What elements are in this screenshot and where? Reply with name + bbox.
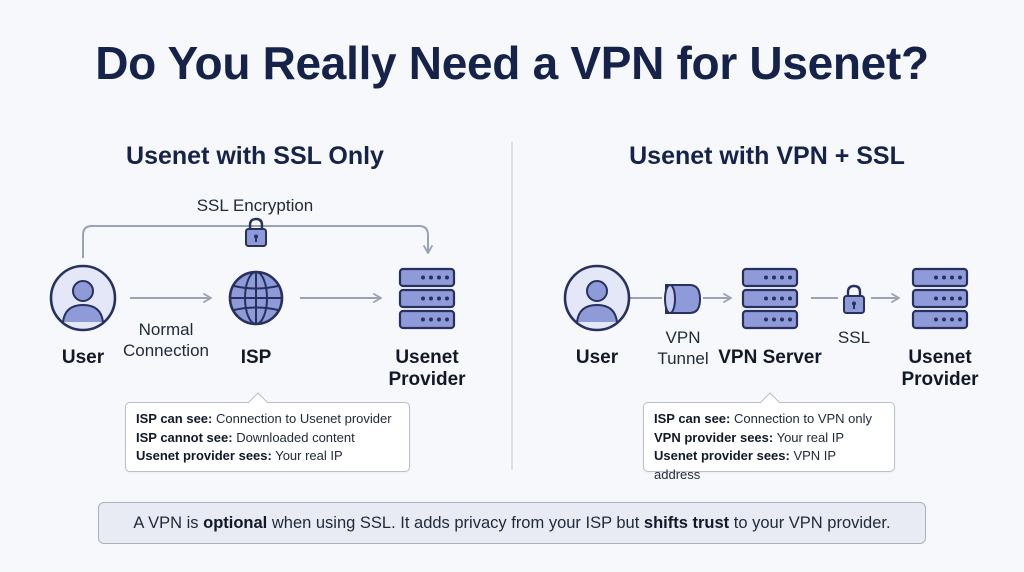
footer-emphasis: shifts trust — [643, 513, 730, 532]
connection-label-2: Connection — [122, 341, 209, 360]
tunnel-icon — [664, 284, 702, 314]
footer-text: A VPN is — [133, 513, 204, 532]
right-info-line: Usenet provider sees: VPN IP address — [654, 447, 884, 484]
connection-label-1: Normal — [138, 320, 194, 339]
right-provider-label-2: Provider — [901, 369, 979, 390]
info-value: Connection to VPN only — [730, 411, 873, 426]
right-info-line: ISP can see: Connection to VPN only — [654, 410, 884, 429]
vpn-server-label: VPN Server — [718, 347, 822, 368]
footer-text: when using SSL. It adds privacy from you… — [267, 513, 644, 532]
ssl-label: SSL — [837, 328, 871, 347]
info-value: Your real IP — [271, 448, 343, 463]
ssl-encryption-path — [82, 225, 433, 258]
left-box-pointer — [247, 392, 269, 404]
tunnel-label-1: VPN — [665, 328, 701, 347]
right-user-label: User — [575, 347, 619, 368]
left-info-line: ISP cannot see: Downloaded content — [136, 429, 399, 448]
lock-icon — [245, 217, 267, 247]
isp-label: ISP — [240, 347, 272, 368]
info-key: ISP can see: — [136, 411, 213, 426]
user-icon — [563, 264, 631, 332]
right-box-pointer — [759, 392, 781, 404]
page-title: Do You Really Need a VPN for Usenet? — [95, 37, 929, 89]
globe-icon — [228, 270, 284, 326]
info-key: ISP can see: — [654, 411, 731, 426]
right-info-box: ISP can see: Connection to VPN only VPN … — [643, 402, 895, 482]
left-info-line: Usenet provider sees: Your real IP — [136, 447, 399, 466]
left-user-label: User — [61, 347, 105, 368]
info-key: Usenet provider sees: — [136, 448, 272, 463]
server-icon — [911, 267, 969, 330]
info-value: Downloaded content — [232, 429, 355, 445]
lock-icon — [843, 284, 865, 314]
footer-emphasis: optional — [203, 513, 268, 532]
right-info-line: VPN provider sees: Your real IP — [654, 429, 884, 448]
info-value: Connection to Usenet provider — [212, 411, 392, 426]
right-provider-label-1: Usenet — [908, 347, 972, 368]
user-icon — [49, 264, 117, 332]
footer-note: A VPN is optional when using SSL. It add… — [98, 502, 926, 544]
left-provider-label-2: Provider — [388, 369, 466, 390]
info-value: VPN IP address — [654, 448, 836, 482]
left-info-line: ISP can see: Connection to Usenet provid… — [136, 410, 399, 429]
info-value: Your real IP — [773, 429, 845, 445]
info-key: VPN provider sees: — [654, 429, 774, 445]
info-key: Usenet provider sees: — [654, 448, 790, 463]
right-heading: Usenet with VPN + SSL — [629, 142, 905, 170]
vpn-server-icon — [741, 267, 799, 330]
left-provider-label-1: Usenet — [395, 347, 459, 368]
left-heading: Usenet with SSL Only — [126, 142, 384, 170]
ssl-encryption-label: SSL Encryption — [196, 196, 314, 215]
tunnel-label-2: Tunnel — [657, 349, 709, 368]
server-icon — [398, 267, 456, 330]
footer-text: to your VPN provider. — [729, 513, 891, 532]
info-key: ISP cannot see: — [136, 429, 233, 445]
